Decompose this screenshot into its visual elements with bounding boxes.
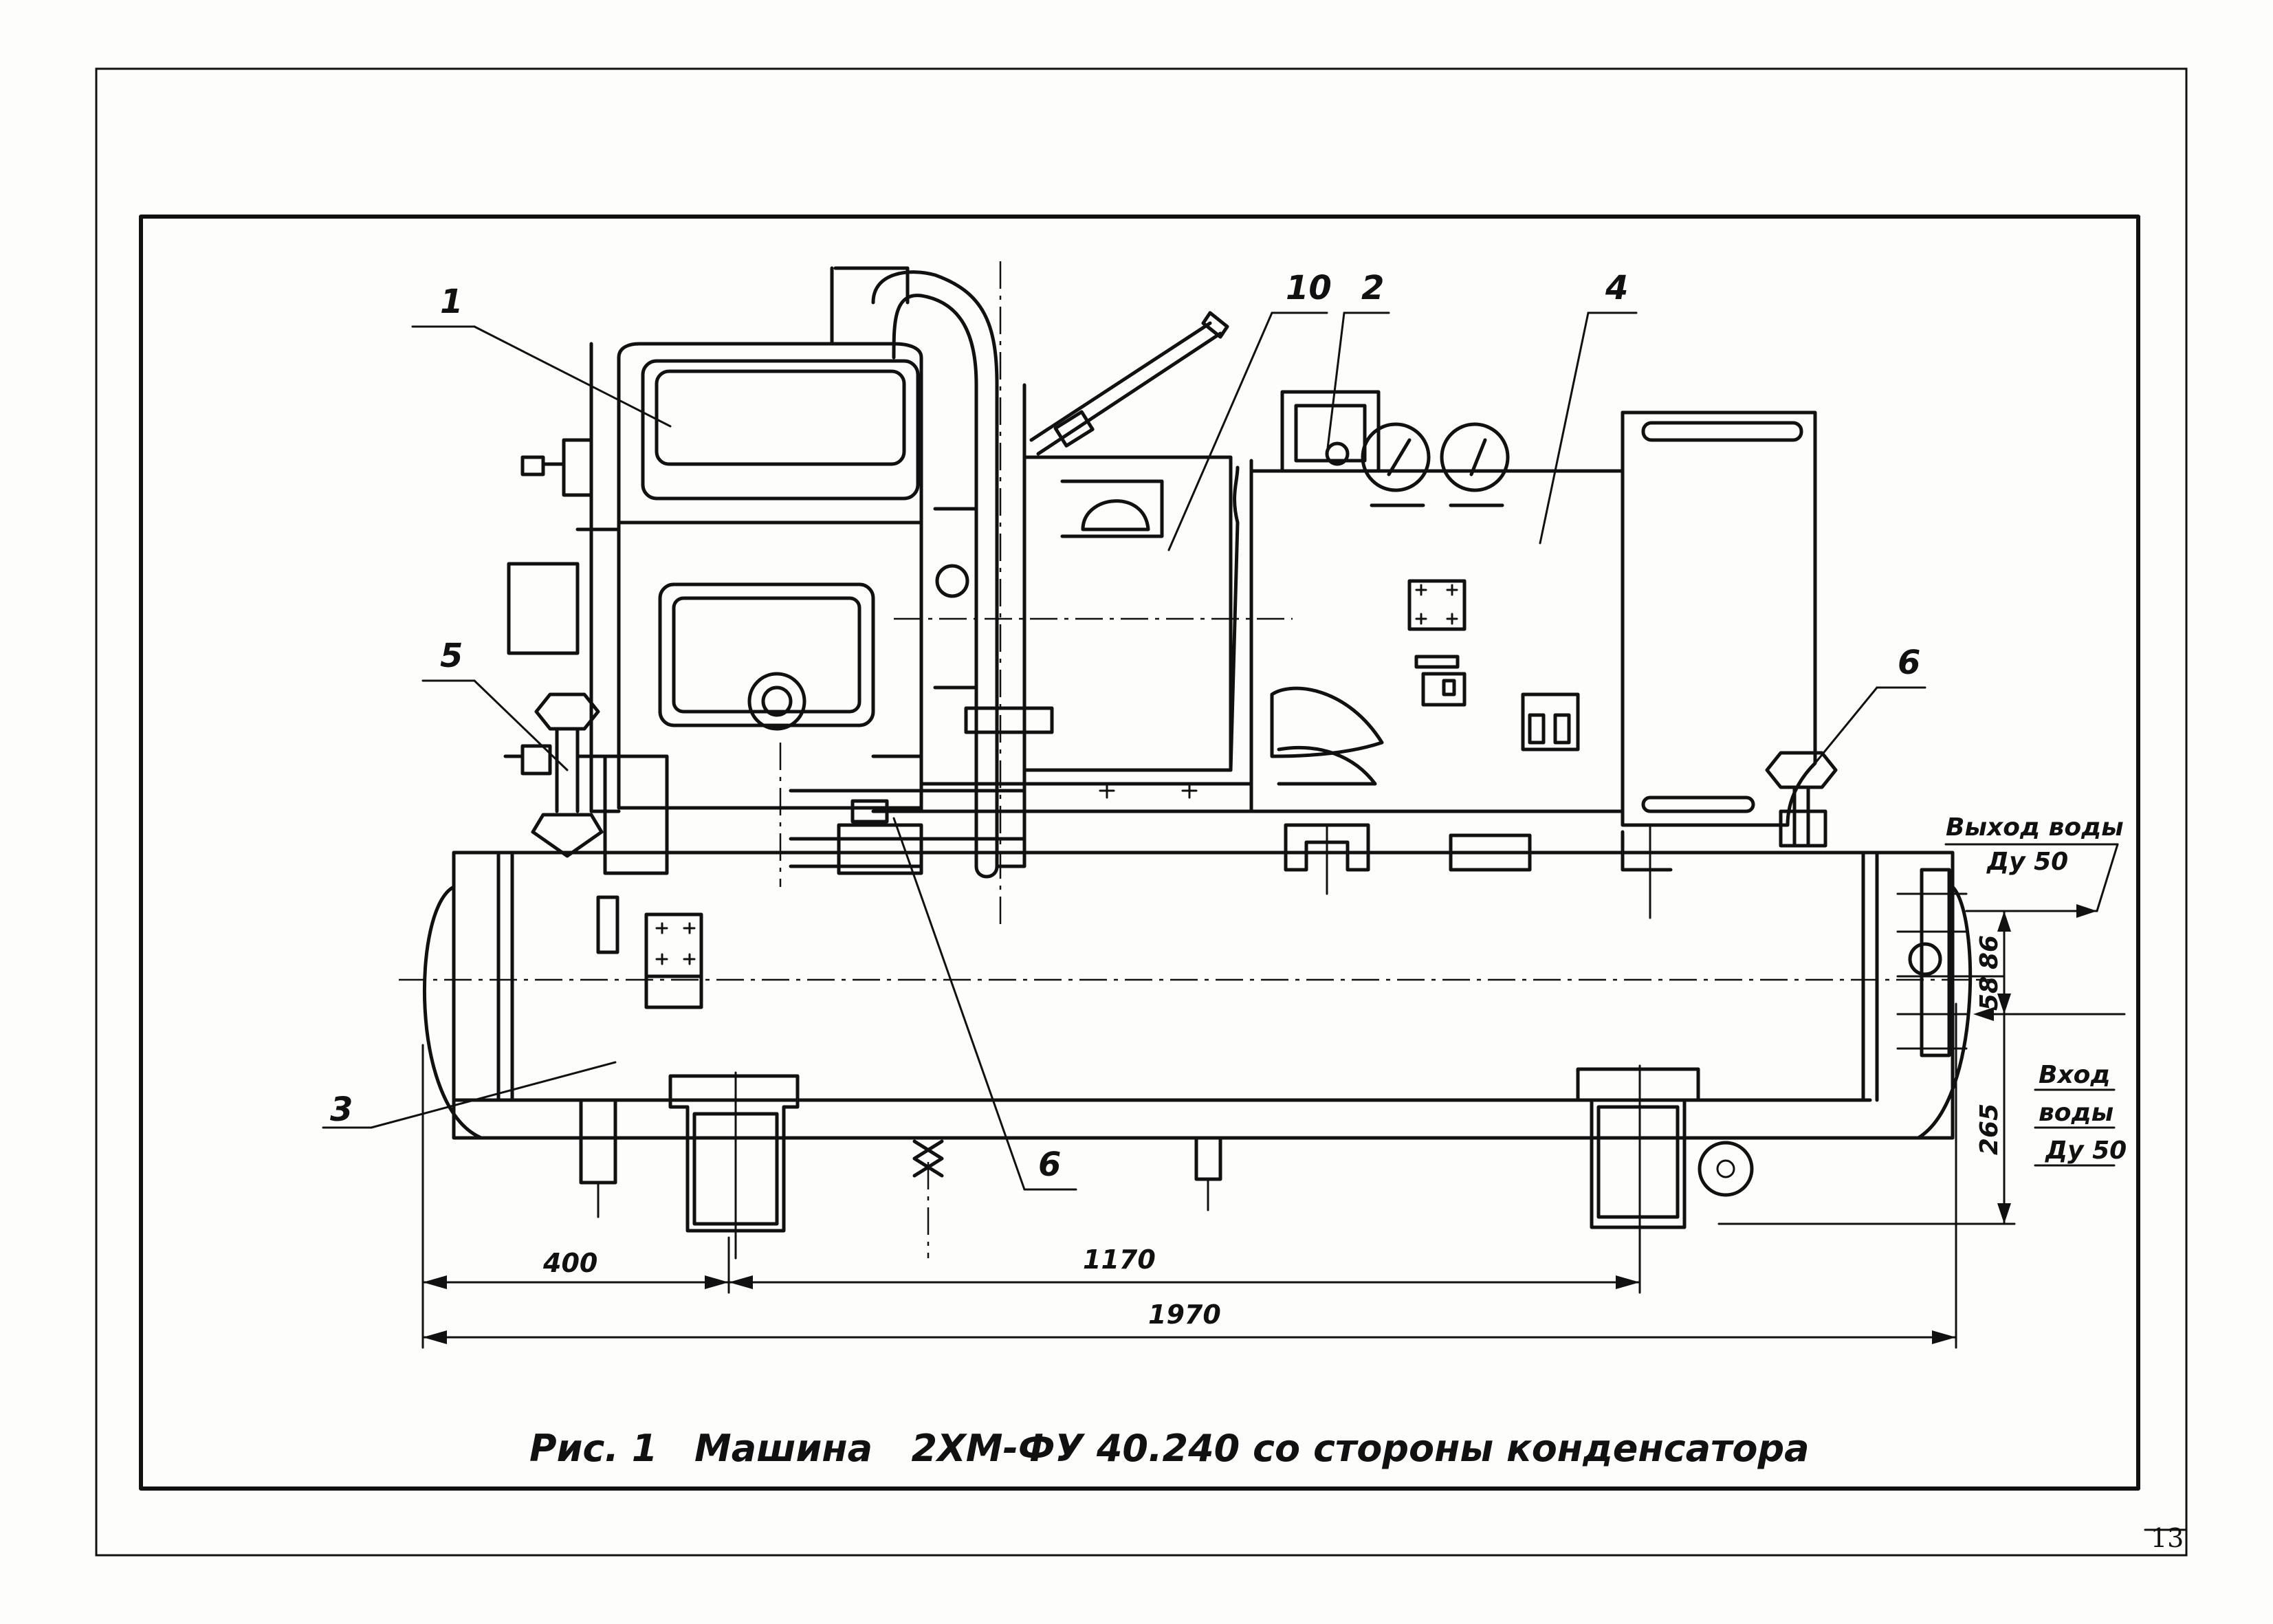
suction-pipe xyxy=(830,261,1229,928)
center-lines xyxy=(779,743,930,1258)
page-number: 13 xyxy=(2151,1523,2184,1553)
dim-265: 265 xyxy=(1975,1104,2003,1155)
callout-3: 3 xyxy=(330,1090,353,1129)
dim-58: 58 xyxy=(1975,976,2003,1011)
water-in-line1: Вход xyxy=(2039,1061,2110,1089)
valve-5 xyxy=(503,692,604,858)
callout-2: 2 xyxy=(1361,269,1384,307)
condenser-support-left xyxy=(668,1071,800,1260)
dim-1970: 1970 xyxy=(1148,1299,1221,1330)
condenser-support-right xyxy=(1576,1064,1754,1260)
dimension-lines: 400 1170 1970 86 58 265 xyxy=(421,910,2016,1349)
dim-400: 400 xyxy=(542,1248,597,1278)
water-out-label: Выход воды Ду 50 xyxy=(1944,813,2124,918)
water-in-label: Вход воды Ду 50 xyxy=(1973,1007,2127,1167)
water-out-line2: Ду 50 xyxy=(1986,848,2068,876)
callout-10: 10 xyxy=(1286,269,1332,307)
dim-86: 86 xyxy=(1975,935,2003,969)
callouts: 1 10 2 4 5 6 6 3 xyxy=(322,269,1926,1191)
dim-1170: 1170 xyxy=(1083,1244,1156,1275)
control-panel-4 xyxy=(1229,390,1817,919)
water-in-line2: воды xyxy=(2039,1099,2113,1127)
receiver-10 xyxy=(789,455,1293,868)
outer-frame xyxy=(95,67,2188,1557)
callout-6-right: 6 xyxy=(1898,644,1920,682)
water-out-line1: Выход воды xyxy=(1946,813,2124,842)
inner-frame xyxy=(139,215,2140,1491)
callout-1: 1 xyxy=(440,283,463,321)
valve-6-right xyxy=(1765,751,1838,848)
figure-caption: Машина 2ХМ-ФУ 40.240 со стороны конденса… xyxy=(694,1427,1810,1470)
water-in-line3: Ду 50 xyxy=(2045,1137,2127,1165)
drain-fittings xyxy=(579,1098,1222,1218)
figure-number: Рис. 1 xyxy=(529,1427,657,1470)
callout-6-bottom: 6 xyxy=(1038,1145,1061,1184)
callout-5: 5 xyxy=(440,637,463,675)
callout-4: 4 xyxy=(1605,269,1628,307)
condenser-body xyxy=(399,851,1994,1140)
